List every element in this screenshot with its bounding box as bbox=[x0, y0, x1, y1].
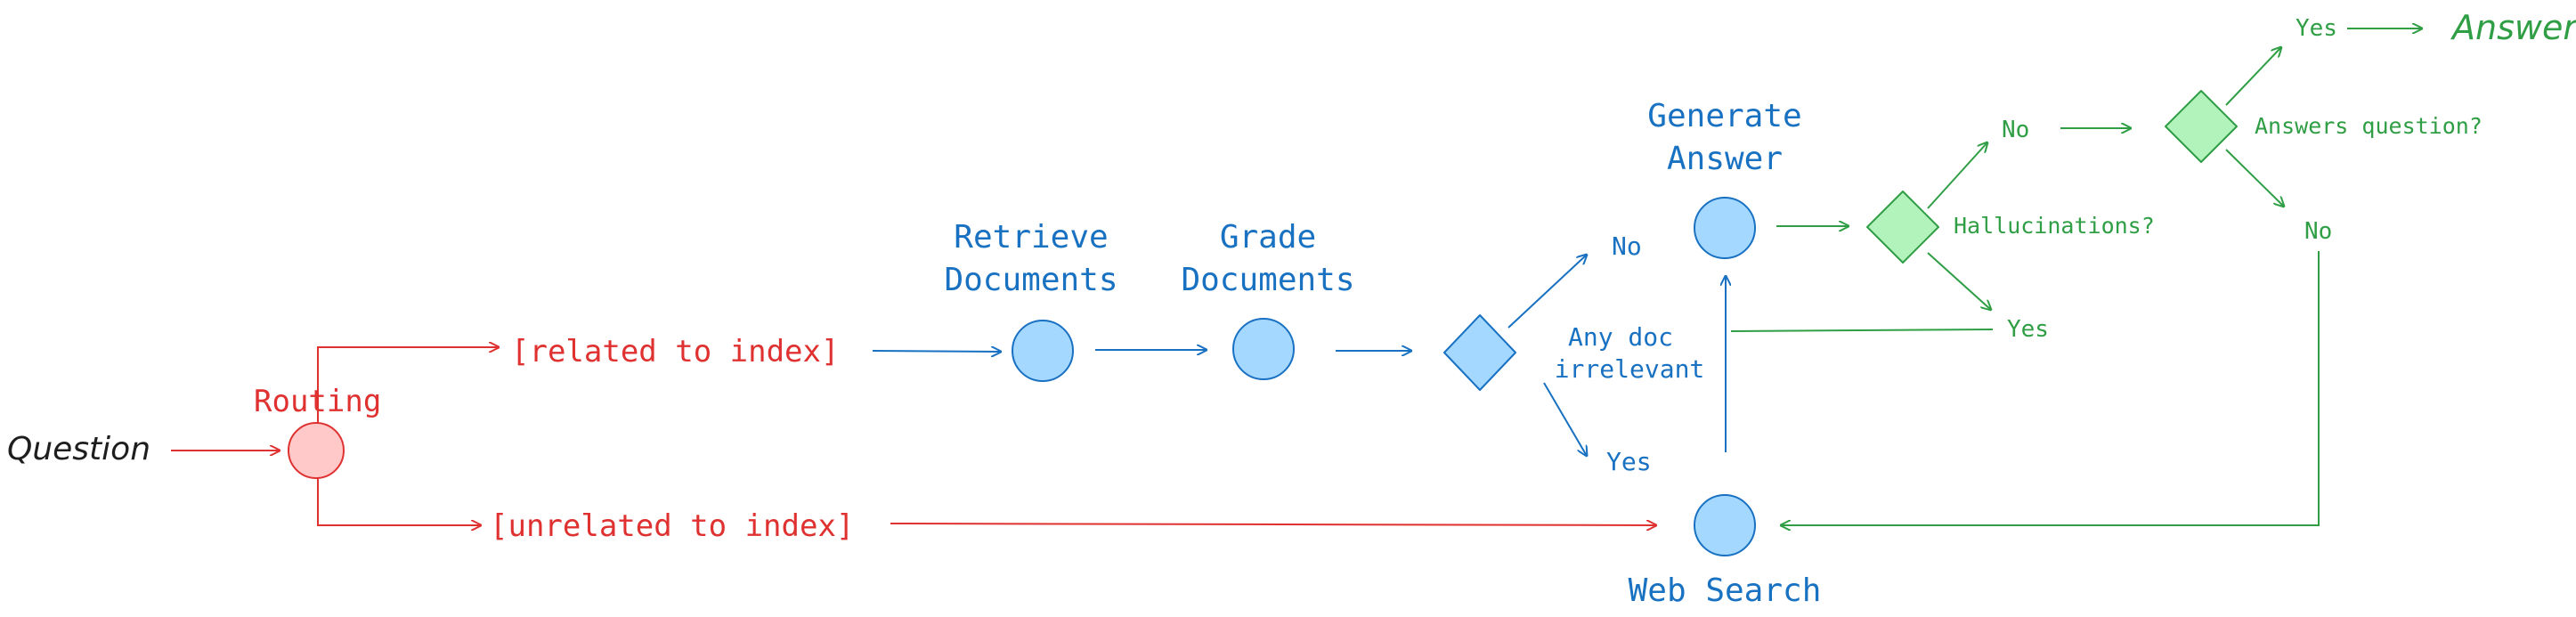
answers-question-decision bbox=[2165, 90, 2238, 163]
answers-no-label: No bbox=[2304, 218, 2332, 245]
grade-documents-label-line1: Grade bbox=[1220, 219, 1316, 256]
routing-node bbox=[288, 422, 345, 479]
decision-yes-label: Yes bbox=[1606, 447, 1652, 476]
retrieve-documents-node bbox=[1012, 320, 1074, 382]
generate-answer-node bbox=[1694, 197, 1756, 259]
arrow-no-to-web-search bbox=[1781, 251, 2320, 525]
hallucinations-decision bbox=[1866, 191, 1939, 264]
decision-no-label: No bbox=[1612, 231, 1642, 261]
any-doc-irrelevant-label-line2: irrelevant bbox=[1555, 354, 1705, 384]
related-to-index-label: [related to index] bbox=[511, 334, 839, 369]
retrieve-documents-label-line1: Retrieve bbox=[954, 219, 1108, 256]
answers-question-label: Answers question? bbox=[2255, 113, 2483, 139]
web-search-label: Web Search bbox=[1629, 572, 1822, 609]
answer-label: Answer bbox=[2450, 8, 2576, 47]
routing-label: Routing bbox=[254, 384, 381, 419]
grade-documents-label-line2: Documents bbox=[1181, 262, 1354, 298]
answers-yes-label: Yes bbox=[2296, 15, 2337, 42]
arrow-hallucinations-to-yes bbox=[1927, 252, 1991, 310]
arrow-decision-to-no bbox=[1507, 255, 1587, 329]
generate-answer-label-line2: Answer bbox=[1667, 141, 1783, 177]
arrow-yes-back-to-generate bbox=[1730, 329, 1994, 332]
arrow-routing-to-unrelated bbox=[317, 478, 481, 525]
any-doc-irrelevant-label-line1: Any doc bbox=[1568, 322, 1673, 352]
arrow-answers-to-no bbox=[2225, 149, 2284, 207]
arrow-unrelated-to-web-search bbox=[890, 524, 1656, 525]
retrieve-documents-label-line2: Documents bbox=[944, 262, 1117, 298]
unrelated-to-index-label: [unrelated to index] bbox=[490, 508, 854, 544]
any-doc-irrelevant-decision bbox=[1443, 314, 1516, 391]
question-label: Question bbox=[7, 431, 150, 467]
arrow-routing-to-related bbox=[317, 347, 499, 423]
generate-answer-label-line1: Generate bbox=[1647, 98, 1801, 134]
hallucinations-yes-label: Yes bbox=[2007, 316, 2049, 343]
arrow-related-to-retrieve bbox=[872, 351, 1001, 352]
arrow-answers-to-yes bbox=[2225, 47, 2281, 106]
grade-documents-node bbox=[1232, 318, 1295, 380]
arrow-hallucinations-to-no bbox=[1927, 142, 1987, 209]
hallucinations-no-label: No bbox=[2002, 117, 2029, 143]
hallucinations-label: Hallucinations? bbox=[1954, 213, 2155, 239]
web-search-node bbox=[1694, 494, 1756, 556]
arrow-decision-to-yes bbox=[1543, 382, 1587, 456]
